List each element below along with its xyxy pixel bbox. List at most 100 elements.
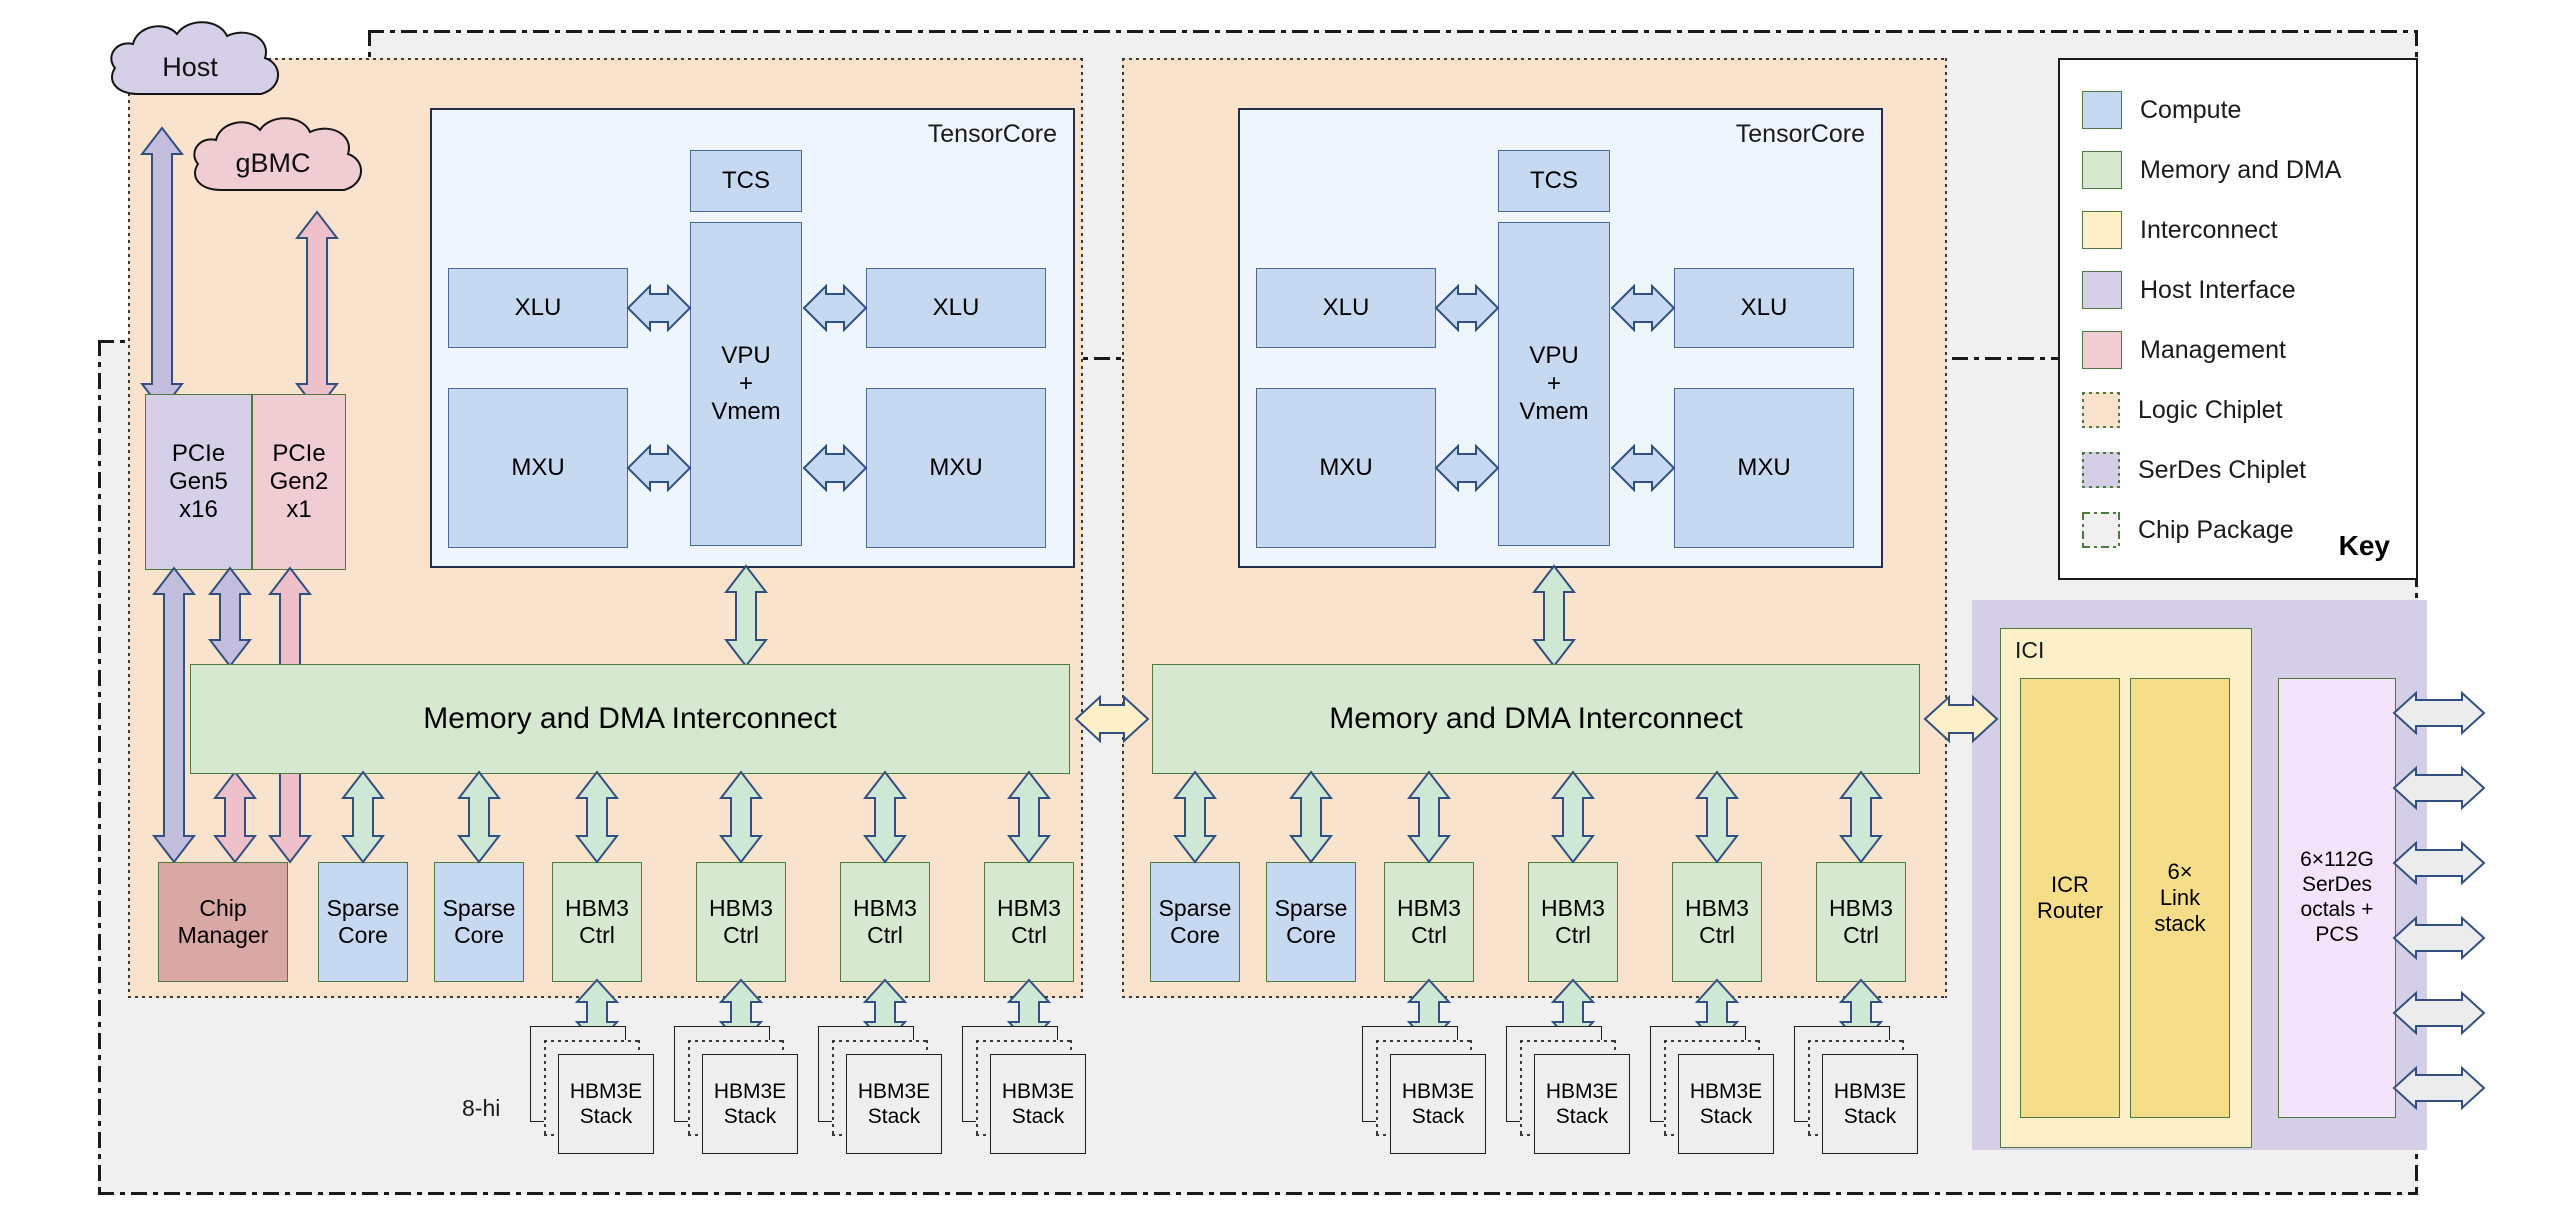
hbm-stack-height-label: 8-hi (462, 1095, 501, 1121)
interconnect-arrow-hc-l3 (862, 770, 908, 864)
sparse-core-l2[interactable]: Sparse Core (434, 862, 524, 982)
hbm3-ctrl-l3[interactable]: HBM3 Ctrl (840, 862, 930, 982)
hbm3e-line-2: Stack (1699, 1105, 1753, 1128)
hbm3e-stack-r1[interactable]: HBM3E Stack (1362, 1026, 1494, 1158)
chip-manager-block[interactable]: Chip Manager (158, 862, 288, 982)
hbm3-ctrl-line-1: HBM3 (997, 894, 1061, 921)
pcie-gen5-to-interconnect-arrow (207, 566, 253, 668)
pcie-gen5-block[interactable]: PCIe Gen5 x16 (145, 394, 252, 570)
hbm3-ctrl-r3[interactable]: HBM3 Ctrl (1672, 862, 1762, 982)
tensorcore-right-mxu-right[interactable]: MXU (1674, 388, 1854, 548)
serdes-external-link-arrow-6 (2392, 1065, 2486, 1111)
serdes-line-3: octals + (2300, 898, 2374, 921)
icr-router-line-1: ICR (2051, 872, 2089, 898)
key-swatch-logic-chiplet (2082, 392, 2120, 428)
hbm3e-line-1: HBM3E (1545, 1079, 1619, 1103)
host-cloud-label: Host (162, 52, 218, 82)
tensorcore-right-xlu-right[interactable]: XLU (1674, 268, 1854, 348)
sparse-core-line-2: Core (338, 922, 388, 948)
tensorcore-left-tcs[interactable]: TCS (690, 150, 802, 212)
sparse-core-l1[interactable]: Sparse Core (318, 862, 408, 982)
tensorcore-left-mxu-right[interactable]: MXU (866, 388, 1046, 548)
tensorcore-right-tcs[interactable]: TCS (1498, 150, 1610, 212)
interconnect-arrow-hc-r1 (1406, 770, 1452, 864)
hbm3e-line-1: HBM3E (1001, 1079, 1075, 1103)
vpu-mxu-right-arrow (802, 443, 868, 493)
vpu-line-2: + (738, 369, 753, 397)
hbm3e-stack-l1[interactable]: HBM3E Stack (530, 1026, 662, 1158)
pcie-gen5-line-3: x16 (179, 496, 218, 524)
key-title: Key (2338, 530, 2390, 561)
sparse-core-line-2: Core (454, 922, 504, 948)
hbm3-ctrl-l4[interactable]: HBM3 Ctrl (984, 862, 1074, 982)
hbm3e-stack-r2[interactable]: HBM3E Stack (1506, 1026, 1638, 1158)
hbm3-ctrl-r2[interactable]: HBM3 Ctrl (1528, 862, 1618, 982)
key-row-compute: Compute (2082, 80, 2416, 140)
hbm3-ctrl-r1[interactable]: HBM3 Ctrl (1384, 862, 1474, 982)
tensorcore-right-mxu-left[interactable]: MXU (1256, 388, 1436, 548)
hbm3-ctrl-line-2: Ctrl (1411, 922, 1447, 948)
tensorcore-right-vpu-vmem[interactable]: VPU + Vmem (1498, 222, 1610, 546)
key-label-host-interface: Host Interface (2140, 275, 2296, 304)
icr-router-block[interactable]: ICR Router (2020, 678, 2120, 1118)
hbm3e-line-1: HBM3E (857, 1079, 931, 1103)
hbm3-ctrl-line-1: HBM3 (1685, 894, 1749, 921)
gbmc-to-pcie-arrow (294, 210, 340, 412)
interconnect-arrow-sc-r1 (1172, 770, 1218, 864)
tensorcore-left-xlu-right[interactable]: XLU (866, 268, 1046, 348)
sparse-core-r1[interactable]: Sparse Core (1150, 862, 1240, 982)
hbm3e-stack-l2[interactable]: HBM3E Stack (674, 1026, 806, 1158)
hbm3-ctrl-line-2: Ctrl (579, 922, 615, 948)
hbm3-ctrl-r4[interactable]: HBM3 Ctrl (1816, 862, 1906, 982)
key-row-interconnect: Interconnect (2082, 200, 2416, 260)
gbmc-cloud: gBMC (178, 110, 378, 220)
vpu-line-2: + (1546, 369, 1561, 397)
hbm3e-layer-front: HBM3E Stack (1534, 1054, 1630, 1154)
hbm3-ctrl-line-2: Ctrl (723, 922, 759, 948)
hbm3-ctrl-line-1: HBM3 (1829, 894, 1893, 921)
memory-dma-interconnect-right[interactable]: Memory and DMA Interconnect (1152, 664, 1920, 774)
tensorcore-left-vpu-vmem[interactable]: VPU + Vmem (690, 222, 802, 546)
hbm3e-stack-l3[interactable]: HBM3E Stack (818, 1026, 950, 1158)
serdes-line-4: PCS (2315, 922, 2359, 946)
hbm3e-stack-r3[interactable]: HBM3E Stack (1650, 1026, 1782, 1158)
tensorcore-left-to-interconnect-arrow (723, 564, 769, 668)
host-cloud: Host (95, 14, 295, 124)
hbm3e-stack-r4[interactable]: HBM3E Stack (1794, 1026, 1926, 1158)
link-stack-block[interactable]: 6× Link stack (2130, 678, 2230, 1118)
tensorcore-right-xlu-left[interactable]: XLU (1256, 268, 1436, 348)
hbm3e-stack-l4[interactable]: HBM3E Stack (962, 1026, 1094, 1158)
sparse-core-r2[interactable]: Sparse Core (1266, 862, 1356, 982)
hbm3-ctrl-line-1: HBM3 (1541, 894, 1605, 921)
sparse-core-line-1: Sparse (1274, 894, 1348, 921)
key-label-interconnect: Interconnect (2140, 215, 2278, 244)
tensorcore-left-mxu-left[interactable]: MXU (448, 388, 628, 548)
interconnect-arrow-hc-r2 (1550, 770, 1596, 864)
hbm3-ctrl-l2[interactable]: HBM3 Ctrl (696, 862, 786, 982)
hbm3e-layer-front: HBM3E Stack (846, 1054, 942, 1154)
interconnect-to-chip-manager-arrow (212, 770, 258, 864)
key-row-logic-chiplet: Logic Chiplet (2082, 380, 2416, 440)
mxu-left-vpu-arrow-r (1434, 443, 1500, 493)
memory-dma-interconnect-left[interactable]: Memory and DMA Interconnect (190, 664, 1070, 774)
key-swatch-interconnect (2082, 211, 2122, 249)
pcie-gen2-block[interactable]: PCIe Gen2 x1 (252, 394, 346, 570)
vpu-line-1: VPU (721, 341, 771, 369)
serdes-external-link-arrow-4 (2392, 915, 2486, 961)
xlu-left-vpu-arrow (626, 283, 692, 333)
serdes-octals-pcs-block[interactable]: 6×112G SerDes octals + PCS (2278, 678, 2396, 1118)
key-swatch-memory-and-dma (2082, 151, 2122, 189)
link-stack-line-3: stack (2154, 910, 2206, 936)
tensorcore-left-xlu-left[interactable]: XLU (448, 268, 628, 348)
vpu-line-3: Vmem (711, 398, 781, 426)
interconnect-arrow-sc-l2 (456, 770, 502, 864)
chip-manager-line-2: Manager (177, 922, 269, 948)
hbm3-ctrl-l1[interactable]: HBM3 Ctrl (552, 862, 642, 982)
serdes-external-link-arrow-3 (2392, 840, 2486, 886)
hbm3-ctrl-line-1: HBM3 (1397, 894, 1461, 921)
interconnect-arrow-hc-l2 (718, 770, 764, 864)
link-stack-line-1: 6× (2167, 859, 2193, 885)
interconnect-arrow-hc-l1 (574, 770, 620, 864)
key-label-chip-package: Chip Package (2138, 515, 2294, 544)
key-label-management: Management (2140, 335, 2286, 364)
